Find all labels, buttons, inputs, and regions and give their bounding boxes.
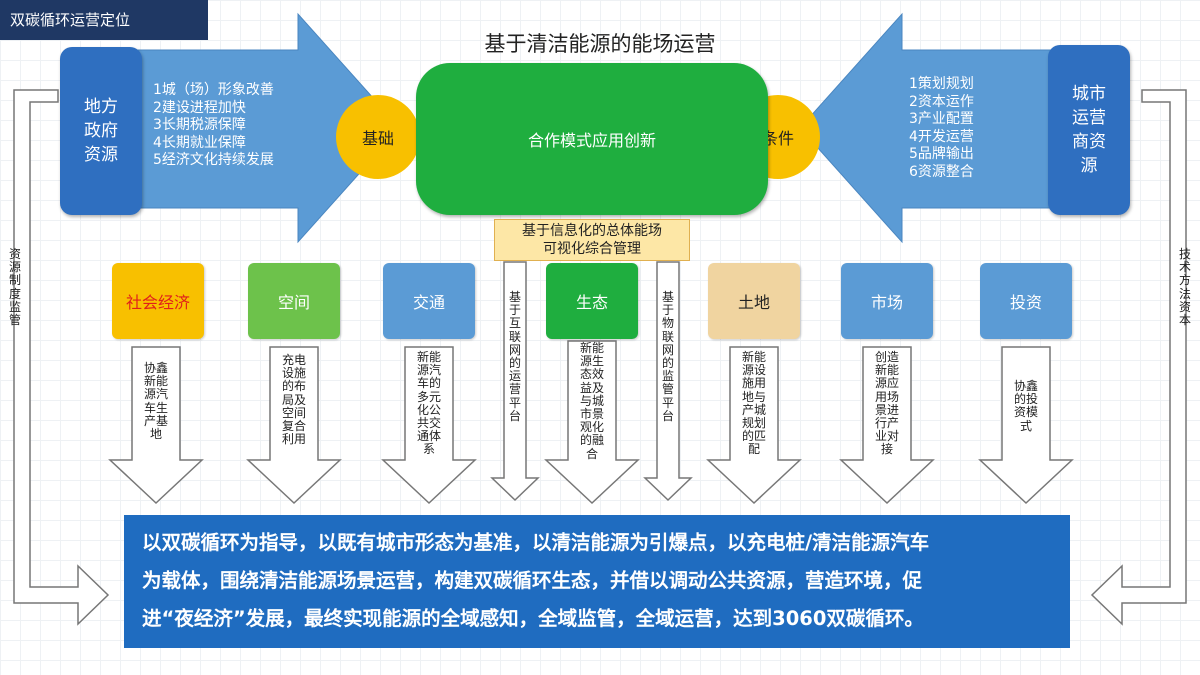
- category-desc-land: 新能源设施用地与产城规划的匹配: [741, 350, 766, 457]
- right-condition-item: 6资源整合: [909, 163, 974, 180]
- category-label: 土地: [737, 293, 770, 312]
- down-arrow-traffic: [381, 346, 477, 505]
- right-side-label: 技术方法资本: [1178, 247, 1191, 328]
- left-benefit-item: 4长期就业保障: [153, 134, 246, 151]
- down-arrow-platform-1: [490, 261, 540, 502]
- right-condition-item: 3产业配置: [909, 111, 974, 127]
- down-arrow-ecology: [544, 340, 640, 505]
- category-traffic: 交通: [383, 263, 475, 339]
- visual-management-line: 基于信息化的总体能场: [522, 223, 662, 239]
- right-condition-item: 4开发运营: [909, 128, 974, 145]
- internet-platform-label: 基于互联网的运营平台: [508, 290, 521, 423]
- visual-management-box: 基于信息化的总体能场 可视化综合管理: [494, 219, 690, 261]
- category-ecology: 生态: [546, 263, 638, 339]
- left-benefit-list: 1城（场）形象改善 2建设进程加快 3长期税源保障 4长期就业保障 5经济文化持…: [153, 82, 274, 170]
- diagram-main-title: 基于清洁能源的能场运营: [484, 32, 716, 56]
- left-benefit-item: 1城（场）形象改善: [153, 82, 274, 98]
- category-desc-social: 协鑫新能源汽车生产基地: [143, 361, 168, 442]
- left-benefit-item: 3长期税源保障: [153, 117, 246, 133]
- right-side-connector: [1090, 89, 1187, 626]
- right-condition-item: 1策划规划: [909, 76, 974, 92]
- down-arrow-land: [706, 346, 802, 505]
- local-government-box: 地方 政府 资源: [60, 47, 142, 215]
- left-side-label: 资源制度监管: [8, 247, 21, 328]
- right-condition-item: 5品牌输出: [909, 146, 974, 162]
- category-label: 投资: [1009, 293, 1042, 312]
- category-desc-ecology: 新能源生态效益及与城市景观化的融合: [579, 341, 604, 461]
- foundation-label: 基础: [361, 129, 394, 148]
- category-market: 市场: [841, 263, 933, 339]
- city-operator-box: 城市 运营 商资 源: [1048, 45, 1130, 215]
- city-operator-label: 城市 运营 商资 源: [1072, 84, 1106, 176]
- foundation-circle: 基础: [336, 95, 420, 179]
- category-investment: 投资: [980, 263, 1072, 339]
- down-arrow-platform-2: [643, 261, 693, 502]
- summary-box: 以双碳循环为指导，以既有城市形态为基准，以清洁能源为引爆点，以充电桩/清洁能源汽…: [124, 515, 1070, 648]
- category-label: 生态: [575, 293, 608, 312]
- category-desc-investment: 协鑫的投资模式: [1013, 379, 1038, 433]
- category-label: 社会经济: [125, 293, 190, 312]
- summary-line: 以双碳循环为指导，以既有城市形态为基准，以清洁能源为引爆点，以充电桩/清洁能源汽…: [142, 531, 930, 554]
- down-arrow-space: [246, 346, 342, 505]
- category-label: 市场: [870, 293, 903, 312]
- category-label: 交通: [412, 293, 445, 312]
- summary-line: 为载体，围绕清洁能源场景运营，构建双碳循环生态，并借以调动公共资源，营造环境，促: [142, 569, 923, 592]
- right-condition-list: 1策划规划 2资本运作 3产业配置 4开发运营 5品牌输出 6资源整合: [909, 76, 974, 181]
- category-space: 空间: [248, 263, 340, 339]
- page-title: 双碳循环运营定位: [0, 0, 208, 40]
- left-benefit-item: 5经济文化持续发展: [153, 152, 274, 168]
- category-label: 空间: [277, 293, 310, 312]
- down-arrow-market: [839, 346, 935, 505]
- local-government-label: 地方 政府 资源: [84, 97, 118, 165]
- iot-platform-label: 基于物联网的监管平台: [661, 290, 674, 423]
- down-arrow-social: [108, 346, 204, 505]
- down-arrow-invest: [978, 346, 1074, 505]
- category-social-economy: 社会经济: [112, 263, 204, 339]
- category-desc-market: 创造新能源应用场景进行产业对接: [874, 350, 899, 457]
- cooperation-mode-center: 合作模式应用创新: [416, 63, 768, 215]
- summary-line: 进“夜经济”发展，最终实现能源的全域感知，全域监管，全域运营，达到3060双碳循…: [142, 607, 924, 630]
- category-desc-traffic: 新能源汽车的多元化公共交通体系: [416, 350, 441, 457]
- left-side-connector: [13, 89, 110, 626]
- right-condition-item: 2资本运作: [909, 93, 974, 110]
- cooperation-mode-label: 合作模式应用创新: [527, 131, 656, 150]
- category-land: 土地: [708, 263, 800, 339]
- left-benefit-item: 2建设进程加快: [153, 99, 246, 116]
- visual-management-line: 可视化综合管理: [543, 241, 641, 257]
- condition-label: 条件: [761, 129, 794, 148]
- category-desc-space: 充电设施的布局及空间复合利用: [281, 353, 306, 447]
